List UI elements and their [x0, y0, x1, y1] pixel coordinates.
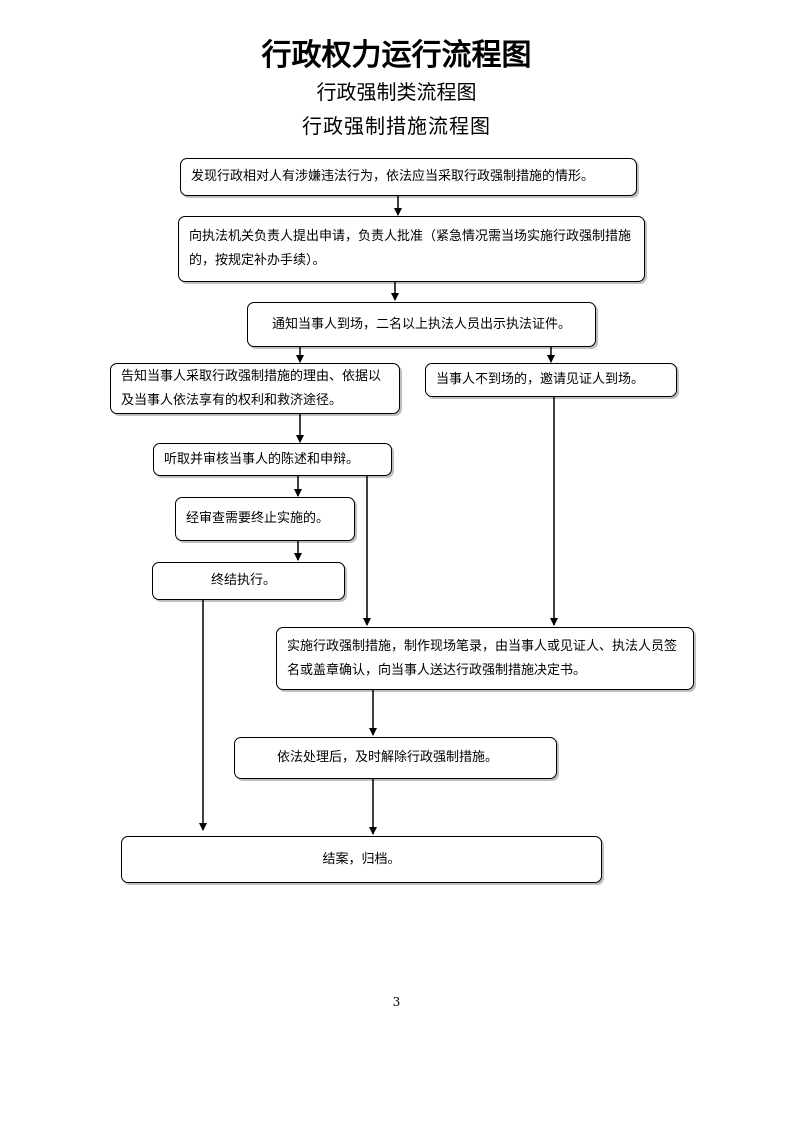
flow-step-apply: 向执法机关负责人提出申请，负责人批准（紧急情况需当场实施行政强制措施的，按规定补… [178, 216, 645, 282]
flow-step-text: 通知当事人到场，二名以上执法人员出示执法证件。 [271, 316, 571, 332]
flow-step-review: 经审查需要终止实施的。 [175, 497, 355, 541]
flow-step-text: 当事人不到场的，邀请见证人到场。 [436, 372, 645, 387]
flow-step-text: 向执法机关负责人提出申请，负责人批准（紧急情况需当场实施行政强制措施的，按规定补… [189, 229, 632, 268]
flow-step-close: 结案，归档。 [121, 836, 602, 883]
flow-step-release: 依法处理后，及时解除行政强制措施。 [234, 737, 557, 779]
flow-step-text: 终结执行。 [211, 573, 277, 588]
subtitle: 行政强制类流程图 [316, 80, 477, 104]
flow-step-text: 发现行政相对人有涉嫌违法行为，依法应当采取行政强制措施的情形。 [191, 169, 595, 184]
page-number: 3 [392, 995, 401, 1009]
flow-step-text: 经审查需要终止实施的。 [186, 511, 330, 526]
flow-step-implement: 实施行政强制措施，制作现场笔录，由当事人或见证人、执法人员签名或盖章确认，向当事… [276, 627, 694, 690]
flow-step-terminate: 终结执行。 [152, 562, 345, 600]
flow-step-text: 听取并审核当事人的陈述和申辩。 [164, 451, 360, 467]
flow-step-hear: 听取并审核当事人的陈述和申辩。 [153, 443, 392, 476]
flow-step-notify: 通知当事人到场，二名以上执法人员出示执法证件。 [247, 302, 596, 347]
flow-title: 行政强制措施流程图 [302, 114, 491, 138]
flow-step-text: 告知当事人采取行政强制措施的理由、依据以及当事人依法享有的权利和救济途径。 [121, 368, 382, 408]
flow-step-text: 实施行政强制措施，制作现场笔录，由当事人或见证人、执法人员签名或盖章确认，向当事… [287, 638, 678, 678]
flow-step-inform: 告知当事人采取行政强制措施的理由、依据以及当事人依法享有的权利和救济途径。 [110, 363, 400, 414]
flow-step-text: 结案，归档。 [322, 851, 401, 867]
flow-step-discover: 发现行政相对人有涉嫌违法行为，依法应当采取行政强制措施的情形。 [180, 158, 637, 196]
main-title: 行政权力运行流程图 [261, 38, 532, 73]
flow-step-text: 依法处理后，及时解除行政强制措施。 [277, 750, 499, 765]
flow-step-absent: 当事人不到场的，邀请见证人到场。 [425, 363, 677, 397]
